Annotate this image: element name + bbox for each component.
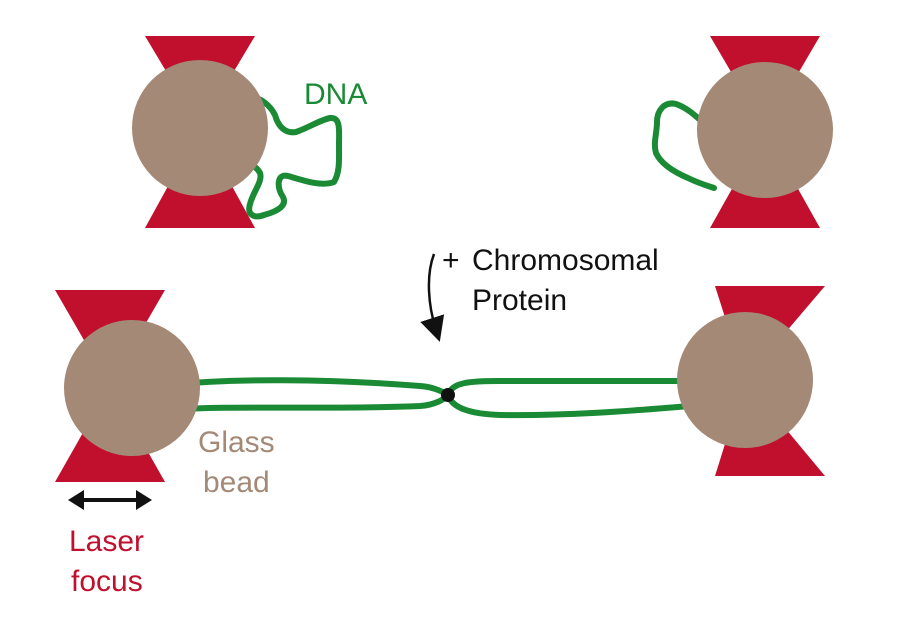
dna-strand-upper (167, 377, 693, 400)
glass-bead-bottom-right (677, 312, 813, 448)
bridged-dna (167, 377, 693, 419)
protein-label: Protein (472, 284, 568, 317)
top-right-trap (651, 36, 833, 228)
dna-label: DNA (304, 78, 368, 111)
focus-label: focus (71, 565, 143, 598)
dna-coil-top-left (237, 93, 343, 220)
glass-bead-top-right (697, 62, 833, 198)
dna-strand-lower (167, 388, 693, 419)
top-left-trap (132, 36, 343, 228)
glass-label: Glass (198, 426, 275, 459)
glass-bead-bottom-left (64, 320, 200, 456)
chromosomal-label: Chromosomal (472, 244, 659, 277)
plus-sign: + (442, 244, 460, 277)
bead-label: bead (203, 466, 270, 499)
glass-bead-top-left (132, 60, 268, 196)
laser-label: Laser (69, 525, 145, 558)
laser-focus-double-arrow (68, 490, 152, 510)
dna-coil-top-right (651, 100, 717, 191)
process-arrow (420, 253, 445, 342)
chromosomal-protein-bridge (441, 388, 455, 402)
